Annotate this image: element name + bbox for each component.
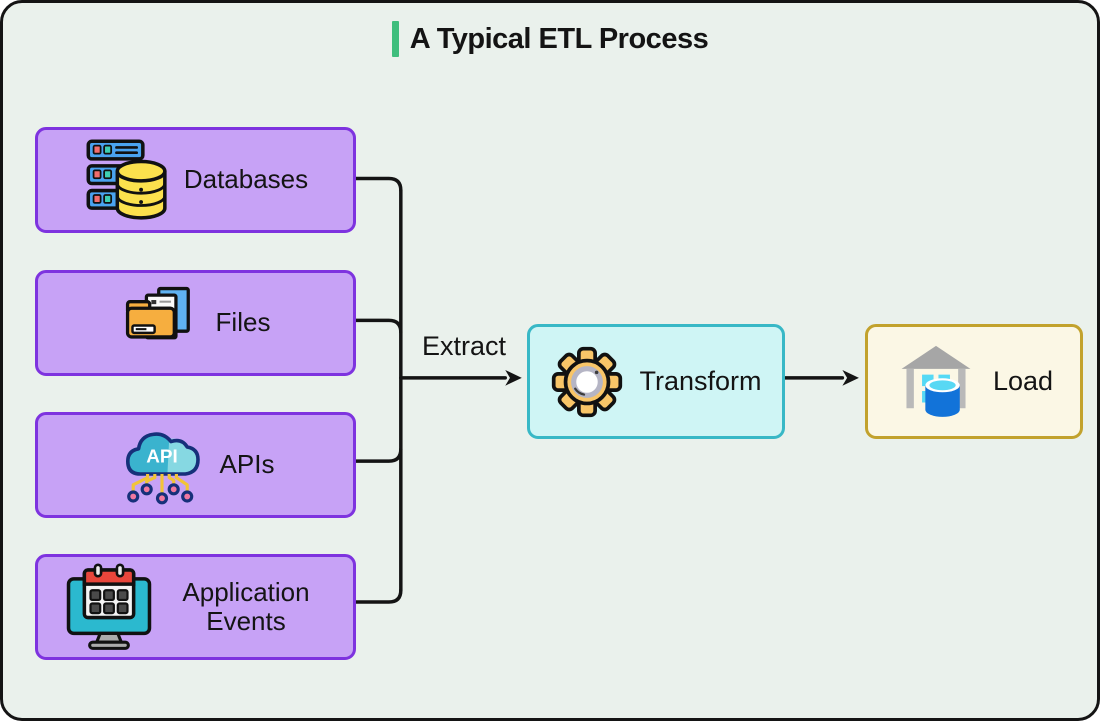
server-database-icon — [83, 136, 171, 224]
branch-application-events — [352, 588, 403, 604]
warehouse-database-icon — [895, 341, 977, 423]
branch-databases — [352, 176, 403, 193]
source-label: Application Events — [182, 576, 310, 636]
source-label: Databases — [183, 164, 309, 195]
diagram-header: A Typical ETL Process — [3, 21, 1097, 57]
transform-box: Transform — [527, 324, 785, 439]
monitor-calendar-icon — [65, 561, 153, 653]
transform-stage-label: Transform — [639, 366, 762, 396]
page-title: A Typical ETL Process — [409, 22, 709, 55]
folder-documents-icon — [121, 282, 203, 364]
branch-files — [352, 318, 403, 334]
load-box: Load — [865, 324, 1083, 439]
api-icon-text: API — [146, 446, 178, 467]
load-stage-label: Load — [992, 366, 1054, 396]
branch-apis — [352, 447, 403, 463]
source-box-apis: API APIs — [35, 412, 356, 518]
extract-stage-label: Extract — [421, 331, 507, 361]
source-box-files: Files — [35, 270, 356, 376]
api-cloud-icon: API — [117, 419, 207, 511]
source-box-databases: Databases — [35, 127, 356, 233]
source-box-application-events: Application Events — [35, 554, 356, 660]
source-label: APIs — [219, 449, 275, 480]
gear-icon — [550, 345, 624, 419]
title-accent-bar — [391, 21, 399, 57]
source-label: Files — [215, 307, 271, 338]
